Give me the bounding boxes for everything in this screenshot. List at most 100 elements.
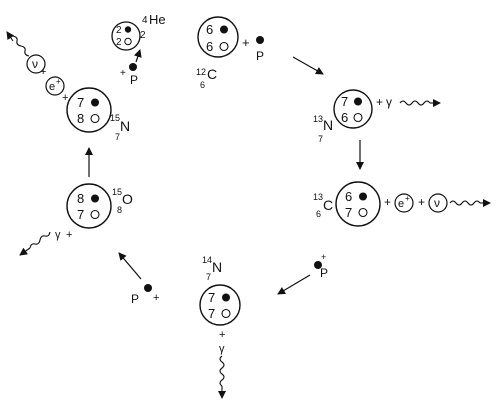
n13-neutron-count: 6 xyxy=(341,110,348,125)
n14-neutron-count: 7 xyxy=(208,306,215,321)
neutron-dot-icon xyxy=(353,112,363,123)
photon-wave-icon xyxy=(399,100,431,106)
he4-proton-count: 2 xyxy=(116,25,122,36)
neutrino-1: ν xyxy=(428,193,448,213)
he4-symbol: He xyxy=(149,12,166,27)
neutron-dot-icon xyxy=(219,41,229,52)
helium-4-nucleus: 2 2 4 He 2 xyxy=(111,12,166,51)
carbon-13-nucleus: 6 7 13 C 6 xyxy=(313,181,381,227)
positron-ring xyxy=(394,193,414,213)
he4-mass-number: 4 xyxy=(142,15,148,26)
positron-label: e xyxy=(398,198,404,210)
positron-ring xyxy=(45,76,65,96)
proton-dot-icon xyxy=(314,261,322,269)
c13-symbol: C xyxy=(323,197,333,213)
proton-dot-icon xyxy=(124,26,132,33)
he4-neutron-count: 2 xyxy=(116,37,122,48)
nitrogen-13-nucleus: 7 6 13 N 7 xyxy=(313,89,373,144)
c13-atomic-number: 6 xyxy=(316,209,321,219)
neutrino-label: ν xyxy=(434,196,440,210)
c12-nucleus-ring xyxy=(197,16,239,58)
incoming-proton-1: P xyxy=(256,36,264,63)
flow-arrow-icon xyxy=(292,56,324,75)
neutron-dot-icon xyxy=(90,209,100,220)
neutron-dot-icon xyxy=(221,308,231,319)
neutrino-ring xyxy=(26,54,46,74)
he4-nucleus-ring xyxy=(111,21,141,51)
photon-arrow-icon xyxy=(19,247,31,256)
photon-wave-icon xyxy=(219,355,225,387)
n15-symbol: N xyxy=(120,118,130,134)
n14-mass-number: 14 xyxy=(202,255,212,265)
positron-label: e xyxy=(49,81,55,93)
nitrogen-14-nucleus: 7 7 14 N 7 xyxy=(199,255,241,326)
plus-sign: + xyxy=(66,229,72,241)
c12-proton-count: 6 xyxy=(206,22,213,37)
n14-proton-count: 7 xyxy=(208,290,215,305)
neutron-dot-icon xyxy=(90,113,100,124)
proton-dot-icon xyxy=(222,293,230,302)
n14-nucleus-ring xyxy=(199,284,241,326)
proton-dot-icon xyxy=(256,36,264,44)
neutrino-arrow-icon xyxy=(6,31,15,42)
c13-proton-count: 6 xyxy=(345,189,352,204)
plus-sign: + xyxy=(120,68,126,79)
plus-sign: + xyxy=(40,66,46,78)
positron-charge: + xyxy=(405,194,410,203)
proton-label: P xyxy=(320,266,328,280)
proton-dot-icon xyxy=(144,284,152,292)
o15-atomic-number: 8 xyxy=(117,205,122,215)
incoming-proton-4: + P xyxy=(120,63,138,87)
photon-wave-icon xyxy=(29,231,51,249)
gamma-label: γ xyxy=(386,95,392,109)
proton-label: P xyxy=(256,49,264,63)
o15-neutron-count: 7 xyxy=(77,207,84,222)
neutrino-2: ν xyxy=(26,54,46,74)
flow-arrow-icon xyxy=(277,274,311,295)
he4-atomic-number: 2 xyxy=(140,30,146,41)
plus-sign: + xyxy=(418,195,425,209)
proton-dot-icon xyxy=(91,98,99,107)
c12-atomic-number: 6 xyxy=(200,80,205,90)
neutrino-ring xyxy=(428,193,448,213)
n13-proton-count: 7 xyxy=(341,94,348,109)
n15-nucleus-ring xyxy=(66,87,112,133)
positron-2: e + xyxy=(45,76,65,96)
gamma-label: γ xyxy=(219,343,225,355)
n15-mass-number: 15 xyxy=(110,113,120,123)
o15-proton-count: 8 xyxy=(77,191,84,206)
nitrogen-15-nucleus: 7 8 15 N 7 xyxy=(66,87,130,142)
plus-sign: + xyxy=(384,195,391,209)
n15-atomic-number: 7 xyxy=(115,132,120,142)
n13-atomic-number: 7 xyxy=(318,134,323,144)
plus-sign: + xyxy=(321,252,326,262)
n15-proton-count: 7 xyxy=(77,95,84,110)
n13-mass-number: 13 xyxy=(313,114,323,124)
o15-mass-number: 15 xyxy=(112,187,122,197)
c12-mass-number: 12 xyxy=(196,67,206,77)
flow-arrow-icon xyxy=(133,49,142,63)
proton-dot-icon xyxy=(354,97,362,106)
flow-arrow-icon xyxy=(118,252,142,280)
n13-nucleus-ring xyxy=(333,89,373,129)
neutron-dot-icon xyxy=(124,37,132,46)
plus-sign: + xyxy=(376,95,383,109)
proton-label: P xyxy=(131,292,139,306)
n14-atomic-number: 7 xyxy=(206,272,211,282)
neutron-dot-icon xyxy=(358,207,368,218)
o15-symbol: O xyxy=(122,191,133,207)
c13-neutron-count: 7 xyxy=(345,205,352,220)
proton-dot-icon xyxy=(359,192,367,201)
oxygen-15-nucleus: 8 7 15 O 8 xyxy=(66,183,133,229)
neutrino-wave-icon xyxy=(12,35,30,57)
incoming-proton-2: + P xyxy=(314,252,328,280)
neutrino-label: ν xyxy=(32,57,38,71)
plus-sign: + xyxy=(242,35,250,50)
n13-symbol: N xyxy=(323,117,333,133)
neutrino-wave-icon xyxy=(449,200,481,206)
proton-label: P xyxy=(130,73,138,87)
c12-neutron-count: 6 xyxy=(206,39,213,54)
plus-sign: + xyxy=(153,292,159,304)
proton-dot-icon xyxy=(91,194,99,203)
